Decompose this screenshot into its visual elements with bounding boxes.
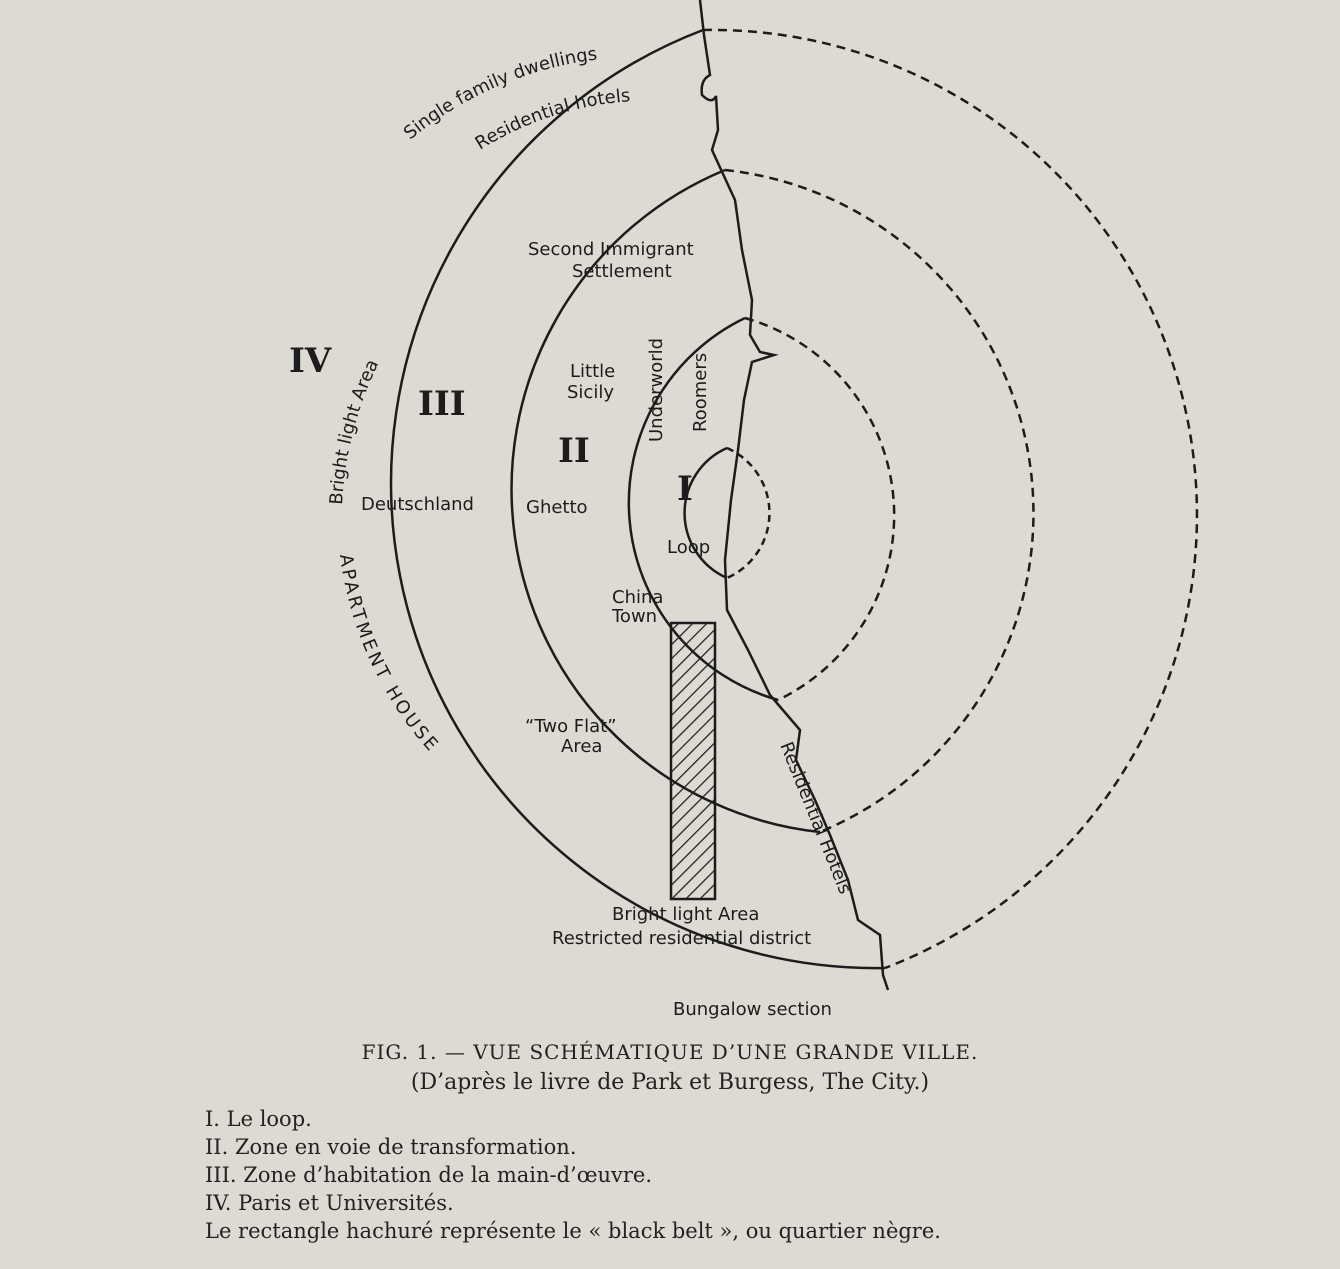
zone-3-circle-dashed xyxy=(724,168,1035,834)
second-immigrant-label-1: Second Immigrant xyxy=(528,239,694,260)
zone-1-label: I xyxy=(677,469,693,509)
legend-item-zone-2: II. Zone en voie de transformation. xyxy=(205,1135,577,1159)
residential-hotels-right-label: Residential Hotels xyxy=(775,739,855,897)
lake-shore-line xyxy=(698,0,890,991)
deutschland-label: Deutschland xyxy=(361,494,474,515)
restricted-district-label: Restricted residential district xyxy=(552,928,811,949)
legend-note-black-belt: Le rectangle hachuré représente le « bla… xyxy=(205,1219,941,1243)
little-sicily-label-1: Little xyxy=(570,361,615,382)
concentric-zone-diagram: IV III II I Single family dwellings Resi… xyxy=(289,0,1199,1020)
second-immigrant-label-2: Settlement xyxy=(572,261,672,282)
residential-hotels-top-label: Residential hotels xyxy=(472,85,631,154)
bright-light-bottom-label: Bright light Area xyxy=(612,904,759,925)
two-flat-label-2: Area xyxy=(561,736,602,757)
legend-item-zone-4: IV. Paris et Universités. xyxy=(205,1191,454,1215)
zone-4-circle-solid xyxy=(389,28,886,970)
figure-caption-title: FIG. 1. — VUE SCHÉMATIQUE D’UNE GRANDE V… xyxy=(361,1040,979,1064)
little-sicily-label-2: Sicily xyxy=(567,382,614,403)
legend-item-zone-1: I. Le loop. xyxy=(205,1107,312,1131)
two-flat-label-1: “Two Flat” xyxy=(525,716,617,737)
ghetto-label: Ghetto xyxy=(526,497,588,518)
zone-1-circle-dashed xyxy=(726,446,771,580)
underworld-label: Underworld xyxy=(646,338,667,442)
zone-4-label: IV xyxy=(289,341,332,381)
zone-legend: I. Le loop. II. Zone en voie de transfor… xyxy=(205,1105,941,1245)
roomers-label: Roomers xyxy=(690,353,711,432)
bungalow-section-label: Bungalow section xyxy=(673,999,832,1020)
zone-2-label: II xyxy=(558,431,590,471)
legend-item-zone-3: III. Zone d’habitation de la main-d’œuvr… xyxy=(205,1163,653,1187)
zone-2-circle-dashed xyxy=(744,316,896,702)
zone-1-circle-solid xyxy=(683,446,728,580)
bright-light-left-label: Bright light Area xyxy=(326,356,383,505)
zone-4-circle-dashed xyxy=(702,28,1199,970)
zone-3-label: III xyxy=(418,384,466,424)
loop-label: Loop xyxy=(667,537,710,558)
figure-caption-source: (D’après le livre de Park et Burgess, Th… xyxy=(410,1070,930,1095)
black-belt-hatched-rectangle xyxy=(669,621,717,901)
china-town-label-2: Town xyxy=(611,606,657,627)
china-town-label-1: China xyxy=(612,587,663,608)
apartment-house-label: APARTMENT HOUSE xyxy=(335,553,444,758)
